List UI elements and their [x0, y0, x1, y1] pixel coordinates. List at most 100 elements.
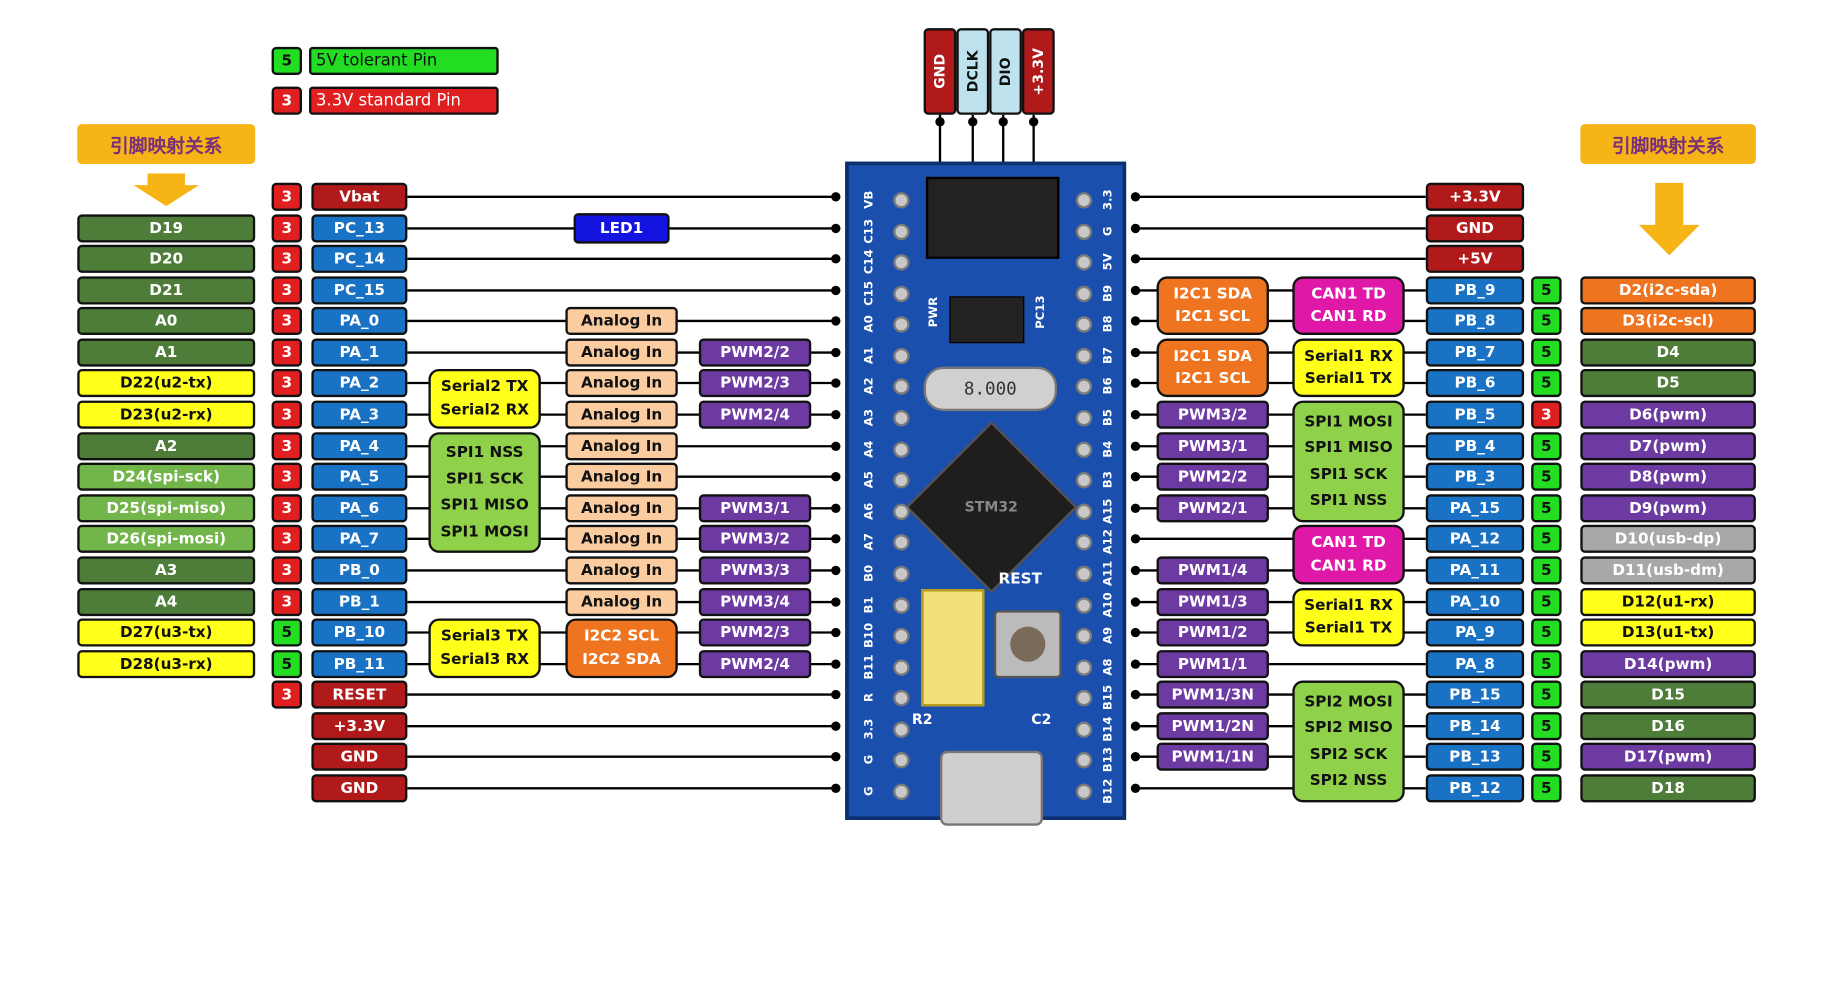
board-pin-hole: [1075, 254, 1093, 271]
analog-in-label: Analog In: [565, 306, 678, 335]
left-pwm-label: PWM2/2: [698, 338, 812, 367]
i2c1-group-a-item: I2C1 SCL: [1175, 308, 1251, 326]
rest-label: REST: [998, 570, 1042, 588]
pc13-label: PC13: [1034, 295, 1048, 329]
left-down-arrow-icon: [133, 173, 200, 207]
can1-group-a-item: CAN1 RD: [1310, 308, 1387, 326]
right-wire-end-dot: [1130, 597, 1141, 607]
analog-in-label: Analog In: [565, 400, 678, 429]
left-volt-badge: 5: [271, 618, 303, 647]
right-pwm-label: PWM3/1: [1156, 432, 1269, 461]
right-volt-badge: 5: [1531, 276, 1562, 305]
can1-group-b-item: CAN1 RD: [1310, 557, 1387, 576]
right-volt-badge: 5: [1531, 306, 1562, 335]
board-pin-hole: [1075, 223, 1093, 241]
right-pin-label: PA_8: [1425, 650, 1525, 679]
right-mapping-label: D10(usb-dp): [1580, 524, 1756, 553]
left-pwm-label: PWM2/4: [698, 650, 812, 679]
left-wire-end-dot: [831, 409, 841, 420]
serial1-group-b-item: Serial1 TX: [1304, 619, 1393, 638]
left-pin-label: +3.3V: [311, 712, 408, 741]
right-pin-label: +3.3V: [1425, 182, 1525, 211]
left-volt-badge: 3: [271, 432, 303, 461]
right-volt-badge: 5: [1531, 742, 1562, 771]
board-pin-label: A2: [863, 377, 877, 395]
right-mapping-label: D4: [1580, 338, 1756, 367]
board-pin-label: C13: [863, 218, 877, 244]
board-pin-hole: [893, 223, 910, 241]
left-volt-badge: 3: [271, 368, 303, 398]
left-pin-label: PA_7: [311, 524, 408, 553]
i2c1-group-b-item: I2C1 SCL: [1175, 370, 1251, 389]
board-pin-label: G: [863, 786, 877, 797]
board-pin-hole: [893, 503, 910, 521]
board-pin-label: B3: [1102, 471, 1115, 489]
left-wire-end-dot: [831, 223, 841, 234]
board-pin-hole: [893, 659, 910, 676]
left-pin-label: PA_2: [311, 368, 408, 398]
right-pin-label: PB_13: [1425, 742, 1525, 771]
board-pin-hole: [893, 254, 910, 271]
board-pin-hole: [1075, 472, 1093, 489]
left-volt-badge: 3: [271, 680, 303, 709]
board-pin-hole: [893, 565, 910, 583]
board-pin-hole: [893, 316, 910, 333]
board-pin-label: 3.3: [1102, 189, 1115, 211]
right-mapping-label: D15: [1580, 680, 1756, 709]
left-mapping-label: A2: [77, 432, 256, 461]
left-pin-label: PB_1: [311, 587, 408, 617]
reset-button-cap: [1010, 626, 1046, 662]
board-pin-hole: [893, 597, 910, 614]
right-volt-badge: 5: [1531, 774, 1562, 803]
board-pin-label: A5: [863, 471, 877, 489]
left-pin-label: PA_5: [311, 462, 408, 491]
i2c1-group-b-item: I2C1 SDA: [1173, 347, 1253, 366]
serial3-group-item: Serial3 RX: [440, 651, 530, 669]
board-pin-label: B6: [1102, 377, 1115, 395]
board-pin-label: B1: [863, 596, 877, 614]
right-pwm-label: PWM2/1: [1156, 494, 1269, 523]
right-pwm-label: PWM1/2: [1156, 618, 1269, 647]
board-pin-label: A7: [863, 533, 877, 551]
legend-3v-text: 3.3V standard Pin: [309, 86, 499, 115]
analog-in-label: Analog In: [565, 556, 678, 585]
right-wire-end-dot: [1130, 254, 1141, 264]
left-pin-label: Vbat: [311, 182, 408, 211]
left-pin-label: PA_1: [311, 338, 408, 367]
board-pin-label: B7: [1102, 346, 1115, 365]
spi2-group-item: SPI2 MOSI: [1304, 692, 1393, 711]
left-wire-end-dot: [831, 565, 841, 576]
right-volt-badge: 5: [1531, 618, 1562, 647]
right-pin-label: PB_15: [1425, 680, 1525, 709]
left-volt-badge: 3: [271, 306, 303, 335]
left-volt-badge: 3: [271, 244, 303, 273]
right-volt-badge: 5: [1531, 432, 1562, 461]
right-pin-label: PB_5: [1425, 400, 1525, 429]
left-pin-label: PB_11: [311, 650, 408, 679]
board-pin-hole: [1075, 503, 1093, 521]
reset-button[interactable]: [993, 610, 1062, 679]
left-pwm-label: PWM3/1: [698, 494, 812, 523]
right-pwm-label: PWM1/2N: [1156, 712, 1269, 741]
analog-in-label: Analog In: [565, 368, 678, 398]
board-pin-hole: [1075, 783, 1093, 800]
left-pin-label: GND: [311, 742, 408, 771]
left-volt-badge: 3: [271, 214, 303, 243]
right-pin-label: PA_10: [1425, 587, 1525, 617]
spi2-group-item: SPI2 SCK: [1309, 745, 1388, 764]
board-pin-hole: [1075, 751, 1093, 769]
right-mapping-label: D16: [1580, 712, 1756, 741]
board-pin-label: B5: [1102, 409, 1115, 427]
left-wire-end-dot: [831, 534, 841, 544]
right-mapping-label: D3(i2c-scl): [1580, 306, 1756, 335]
board-pin-label: A9: [1102, 626, 1115, 645]
board-pin-hole: [1075, 565, 1093, 583]
left-pin-label: PA_3: [311, 400, 408, 429]
board-pin-hole: [1075, 659, 1093, 676]
board-pin-hole: [893, 751, 910, 769]
right-wire-end-dot: [1130, 689, 1141, 700]
